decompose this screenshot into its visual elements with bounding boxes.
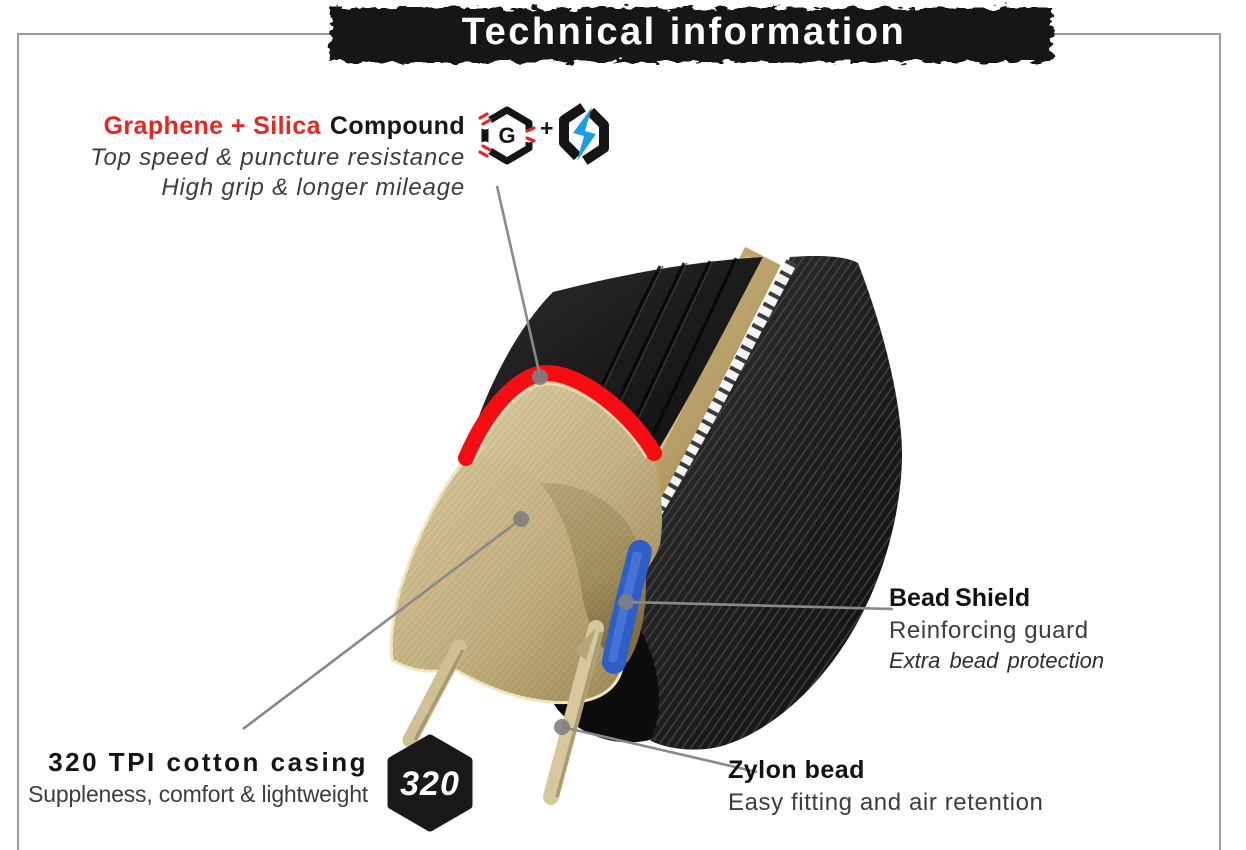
silica-compound-icon <box>559 103 610 165</box>
leader-bead-shield <box>625 600 894 611</box>
compound-title-red: Graphene + Silica <box>103 112 321 140</box>
compound-subtitle-2: High grip & longer mileage <box>161 174 465 201</box>
tire-body <box>389 246 903 805</box>
leader-dot-bead-shield <box>618 594 634 610</box>
bead-shield-line-1: Reinforcing guard <box>889 617 1089 644</box>
bead-shield-line-2: Extra bead protection <box>889 648 1105 673</box>
leader-lines <box>242 185 894 774</box>
graphene-icon: G <box>478 106 536 165</box>
graphene-icon-letter: G <box>498 123 515 148</box>
icons-plus-sign: + <box>540 115 554 141</box>
leader-dot-casing <box>513 511 529 527</box>
zylon-line-1: Easy fitting and air retention <box>728 789 1044 816</box>
compound-icons: G + <box>477 103 612 167</box>
leader-casing <box>242 517 522 731</box>
zylon-annotation: Zylon bead Easy fitting and air retentio… <box>728 753 1044 819</box>
lightning-bolt <box>573 107 597 161</box>
leader-dot-compound <box>532 369 548 385</box>
tpi-320-badge-icon: 320 <box>387 734 473 832</box>
leader-compound <box>495 185 542 377</box>
title-banner <box>330 8 1052 62</box>
bead-strips <box>402 620 604 805</box>
bead-shield-title: Bead Shield <box>889 584 1031 612</box>
compound-title: Graphene + Silica Compound <box>0 110 465 143</box>
casing-annotation: 320 TPI cotton casing Suppleness, comfor… <box>0 745 368 810</box>
bead-shield-annotation: Bead Shield Reinforcing guard Extra bead… <box>889 582 1104 675</box>
zylon-title: Zylon bead <box>728 756 865 784</box>
compound-stripe-inner-edge <box>472 382 648 463</box>
leader-zylon <box>561 725 758 774</box>
casing-line-1: Suppleness, comfort & lightweight <box>28 781 368 807</box>
compound-title-black: Compound <box>329 112 465 140</box>
compound-annotation: Graphene + Silica Compound Top speed & pu… <box>0 110 465 203</box>
compound-subtitle-1: Top speed & puncture resistance <box>90 144 465 171</box>
tpi-badge-number: 320 <box>400 765 460 803</box>
page-title: Technical information <box>461 11 907 53</box>
casing-title: 320 TPI cotton casing <box>48 747 368 777</box>
leader-dot-zylon <box>554 719 570 735</box>
sidewall-texture <box>617 255 903 750</box>
